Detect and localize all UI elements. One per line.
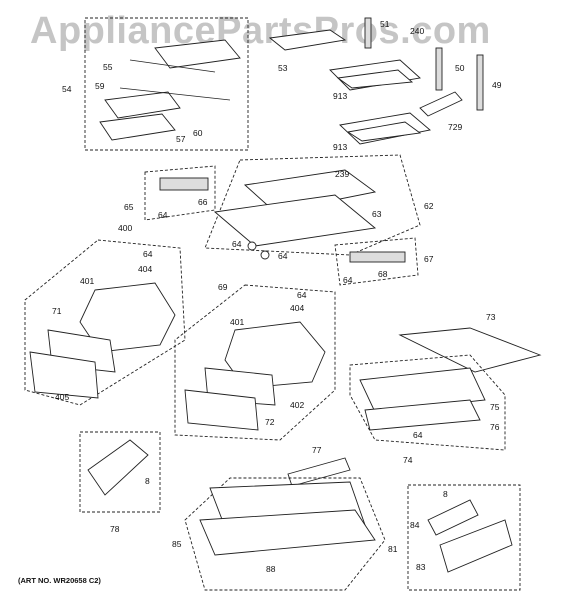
callout-401-b: 401 (230, 317, 244, 327)
callout-404-b: 404 (290, 303, 304, 313)
callout-65: 65 (124, 202, 134, 212)
callout-913-b: 913 (333, 142, 347, 152)
bracket-81 (407, 484, 521, 591)
callout-78: 78 (110, 524, 120, 534)
callout-64-c: 64 (278, 251, 288, 261)
shelf-assembly-54 (84, 17, 249, 151)
crisper-400 (24, 239, 186, 406)
art-number: (ART NO. WR20658 C2) (18, 576, 101, 585)
watermark: AppliancePartsPros.com (30, 10, 491, 52)
callout-401-a: 401 (80, 276, 94, 286)
bracket-78 (79, 431, 161, 513)
callout-404-a: 404 (138, 264, 152, 274)
callout-84: 84 (410, 520, 420, 530)
callout-239: 239 (335, 169, 349, 179)
callout-68: 68 (378, 269, 388, 279)
callout-57: 57 (176, 134, 186, 144)
callout-64-f: 64 (297, 290, 307, 300)
callout-64-g: 64 (413, 430, 423, 440)
callout-71: 71 (52, 306, 62, 316)
callout-54: 54 (62, 84, 72, 94)
callout-8-b: 8 (443, 489, 448, 499)
callout-240: 240 (410, 26, 424, 36)
callout-69: 69 (218, 282, 228, 292)
callout-62: 62 (424, 201, 434, 211)
drawer-cover-74 (349, 327, 542, 451)
callout-83: 83 (416, 562, 426, 572)
callout-75: 75 (490, 402, 500, 412)
callout-729: 729 (448, 122, 462, 132)
callout-402: 402 (290, 400, 304, 410)
callout-67: 67 (424, 254, 434, 264)
glass-shelves (268, 17, 484, 145)
callout-405: 405 (55, 392, 69, 402)
callout-81: 81 (388, 544, 398, 554)
callout-49: 49 (492, 80, 502, 90)
callout-66: 66 (198, 197, 208, 207)
callout-63: 63 (372, 209, 382, 219)
pan-cover-62 (144, 154, 421, 260)
callout-64-d: 64 (343, 275, 353, 285)
drawer-85 (184, 457, 386, 591)
callout-8-a: 8 (145, 476, 150, 486)
callout-50: 50 (455, 63, 465, 73)
callout-913-a: 913 (333, 91, 347, 101)
crisper-69 (174, 284, 336, 441)
callout-74: 74 (403, 455, 413, 465)
callout-88: 88 (266, 564, 276, 574)
callout-77: 77 (312, 445, 322, 455)
callout-59: 59 (95, 81, 105, 91)
callout-64-a: 64 (158, 210, 168, 220)
callout-85: 85 (172, 539, 182, 549)
rail-67 (334, 237, 419, 286)
callout-51: 51 (380, 19, 390, 29)
callout-64-b: 64 (232, 239, 242, 249)
callout-53: 53 (278, 63, 288, 73)
callout-64-e: 64 (143, 249, 153, 259)
callout-400: 400 (118, 223, 132, 233)
callout-55: 55 (103, 62, 113, 72)
callout-60: 60 (193, 128, 203, 138)
callout-72: 72 (265, 417, 275, 427)
callout-73: 73 (486, 312, 496, 322)
callout-76: 76 (490, 422, 500, 432)
